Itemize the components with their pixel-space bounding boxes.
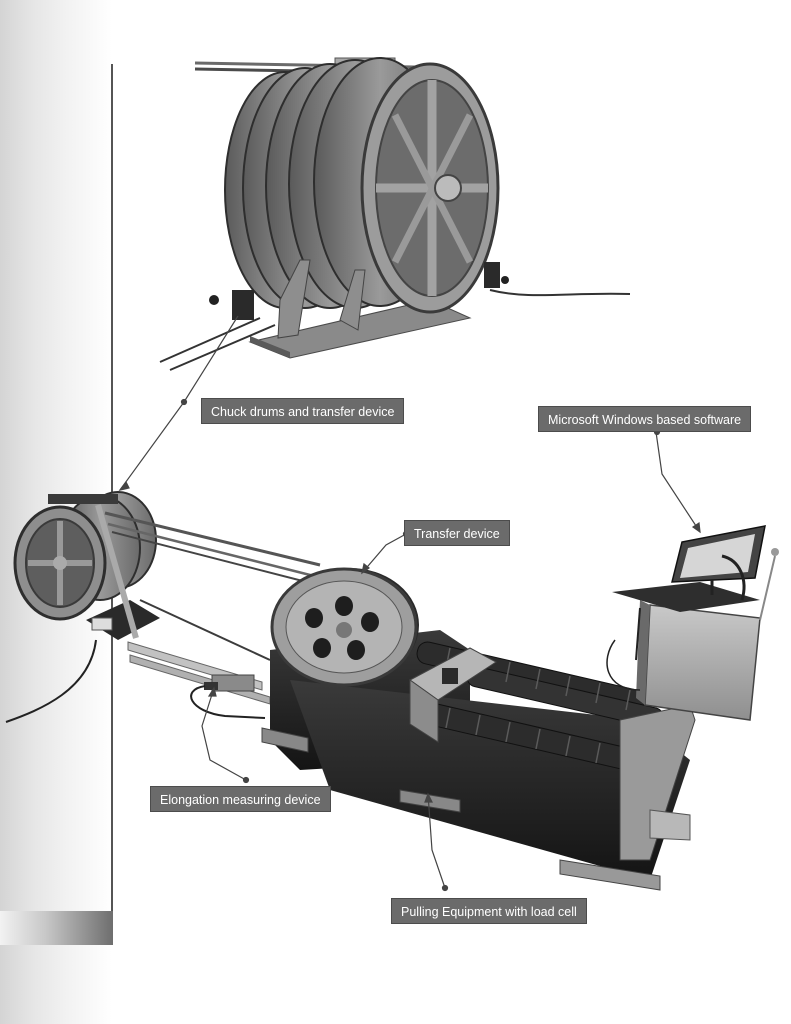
elongation-device	[127, 641, 271, 719]
callout-pulling-equipment: Pulling Equipment with load cell	[391, 898, 587, 924]
callout-chuck-drums: Chuck drums and transfer device	[201, 398, 405, 424]
test-cables	[104, 511, 331, 661]
pulling-equipment	[290, 525, 779, 891]
side-bottom-accent	[0, 911, 113, 945]
callout-transfer-device: Transfer device	[404, 520, 510, 546]
drum-pulley-left	[5, 491, 160, 723]
callout-elongation-device: Elongation measuring device	[150, 786, 331, 812]
callout-windows-software: Microsoft Windows based software	[538, 406, 752, 432]
chuck-drums-machine	[159, 57, 631, 371]
callout-leaders	[118, 315, 701, 892]
